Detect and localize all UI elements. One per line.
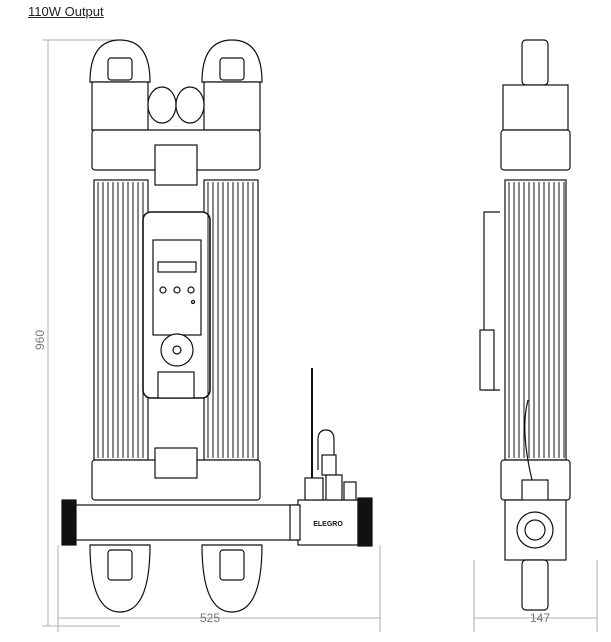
side-view (479, 39, 571, 611)
front-width-dimension-label: 525 (200, 611, 220, 625)
tube-ribs (97, 182, 565, 458)
side-width-dimension-label: 147 (530, 611, 550, 625)
drawing-title: 110W Output (28, 4, 104, 19)
brand-label: ELEGRO (313, 521, 343, 528)
dimension-lines (42, 39, 598, 632)
height-dimension-label: 960 (33, 330, 47, 350)
